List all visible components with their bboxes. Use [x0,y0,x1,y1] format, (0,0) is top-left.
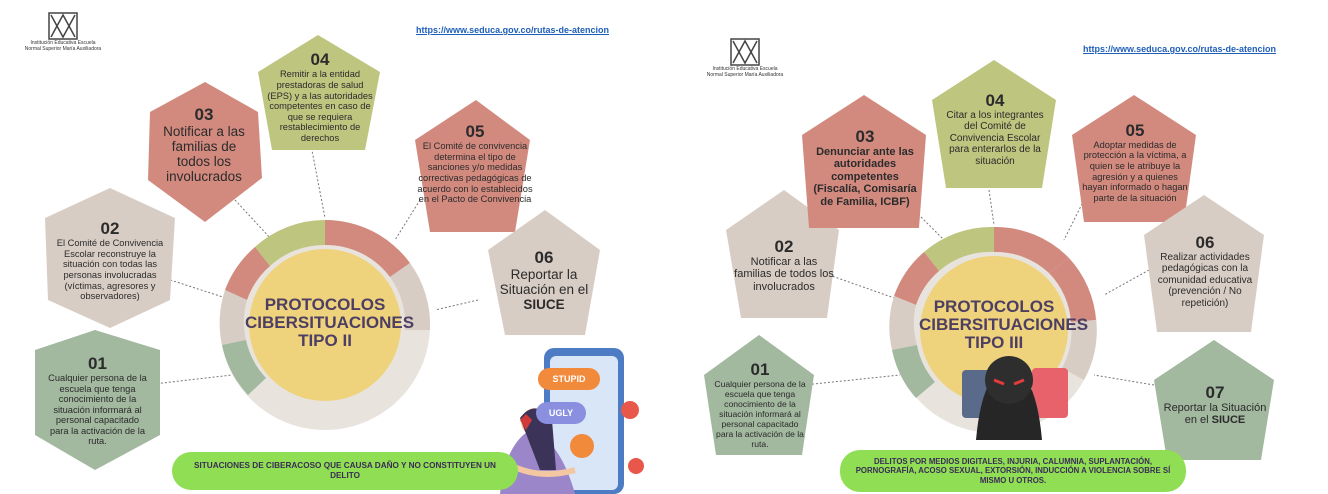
step-text: Citar a los integrantes del Comité de Co… [946,109,1044,167]
siuce-label: SIUCE [1211,414,1246,426]
background-graphics [35,35,644,494]
title-line-3: TIPO II [298,331,352,350]
step-02: 02 El Comité de Convivencia Escolar reco… [50,198,170,323]
panel-type-ii: Institución Educativa Escuela Normal Sup… [8,12,644,494]
step-text: Cualquier persona de la escuela que teng… [714,378,806,449]
step-07: 07 Reportar la Situación en el SIUCE [1156,352,1274,457]
step-text: Cualquier persona de la escuela que teng… [48,372,147,447]
logo-institution: Institución Educativa Escuela [30,40,96,46]
step-text: Denunciar ante las autoridades competent… [813,145,917,208]
step-text: El Comité de convivencia determina el ti… [417,141,533,205]
school-logo: Institución Educativa Escuela Normal Sup… [690,38,800,78]
step-02: 02 Notificar a las familias de todos los… [728,210,840,320]
step-text: Adoptar medidas de protección a la vícti… [1082,139,1188,203]
background-graphics [704,60,1274,460]
title-line-3: TIPO III [964,333,1024,352]
title-line-2: CIBERSITUACIONES [919,315,1089,334]
seduca-link[interactable]: https://www.seduca.gov.co/rutas-de-atenc… [1083,44,1277,54]
school-logo-mark-icon [730,38,760,66]
banner-type-ii: SITUACIONES DE CIBERACOSO QUE CAUSA DAÑO… [172,452,518,490]
title-line-1: PROTOCOLOS [933,297,1055,316]
sticker-stupid: STUPID [552,374,586,384]
step-03: 03 Denunciar ante las autoridades compet… [804,105,926,230]
step-05: 05 El Comité de convivencia determina el… [410,96,540,231]
logo-school-name: Normal Superior María Auxiliadora [706,72,784,78]
step-04: 04 Remitir a la entidad prestadoras de s… [258,42,382,152]
step-text: Remitir a la entidad prestadoras de salu… [267,69,373,143]
step-05: 05 Adoptar medidas de protección a la ví… [1074,102,1196,222]
sticker-ugly: UGLY [548,408,574,418]
step-number: 04 [985,90,1005,110]
step-03: 03 Notificar a las familias de todos los… [148,92,260,197]
center-title: PROTOCOLOS CIBERSITUACIONES TIPO II [245,295,415,350]
title-line-1: PROTOCOLOS [264,295,386,314]
step-text: Reportar la Situación en el SIUCE [496,267,592,312]
step-text: El Comité de Convivencia Escolar reconst… [56,238,164,302]
step-number: 07 [1205,382,1225,402]
step-number: 05 [465,122,485,142]
school-logo: Institución Educativa Escuela Normal Sup… [8,12,118,52]
center-title: PROTOCOLOS CIBERSITUACIONES TIPO III [919,297,1089,352]
step-06: 06 Reportar la Situación en el SIUCE [490,230,598,330]
step-01: 01 Cualquier persona de la escuela que t… [706,350,814,458]
logo-school-name: Normal Superior María Auxiliadora [24,46,102,52]
banner-type-iii: DELITOS POR MEDIOS DIGITALES, INJURIA, C… [840,450,1186,492]
siuce-label: SIUCE [523,297,565,312]
step-text: Reportar la Situación en el SIUCE [1162,402,1268,427]
step-01: 01 Cualquier persona de la escuela que t… [40,338,155,463]
step-text: Notificar a las familias de todos los in… [734,255,834,293]
step-number: 01 [88,353,107,373]
panel-type-iii: Institución Educativa Escuela Normal Sup… [664,0,1328,494]
step-text: Notificar a las familias de todos los in… [163,124,245,184]
step-number: 03 [194,105,214,124]
step-number: 06 [1195,232,1215,252]
title-line-2: CIBERSITUACIONES [245,313,415,332]
step-06: 06 Realizar actividades pedagógicas con … [1146,212,1264,330]
step-number: 01 [750,359,770,379]
step-text-prefix: Reportar la Situación en el [499,267,589,297]
logo-institution: Institución Educativa Escuela [712,66,778,72]
step-number: 02 [100,219,120,239]
step-04: 04 Citar a los integrantes del Comité de… [934,70,1056,188]
step-number: 04 [310,50,330,70]
step-number: 03 [855,126,875,146]
step-number: 05 [1125,120,1145,140]
step-number: 02 [774,236,794,256]
step-number: 06 [534,248,554,267]
seduca-link[interactable]: https://www.seduca.gov.co/rutas-de-atenc… [416,25,610,35]
step-text-prefix: Reportar la Situación en el [1163,401,1267,427]
step-text: Realizar actividades pedagógicas con la … [1157,251,1253,309]
school-logo-mark-icon [48,12,78,40]
